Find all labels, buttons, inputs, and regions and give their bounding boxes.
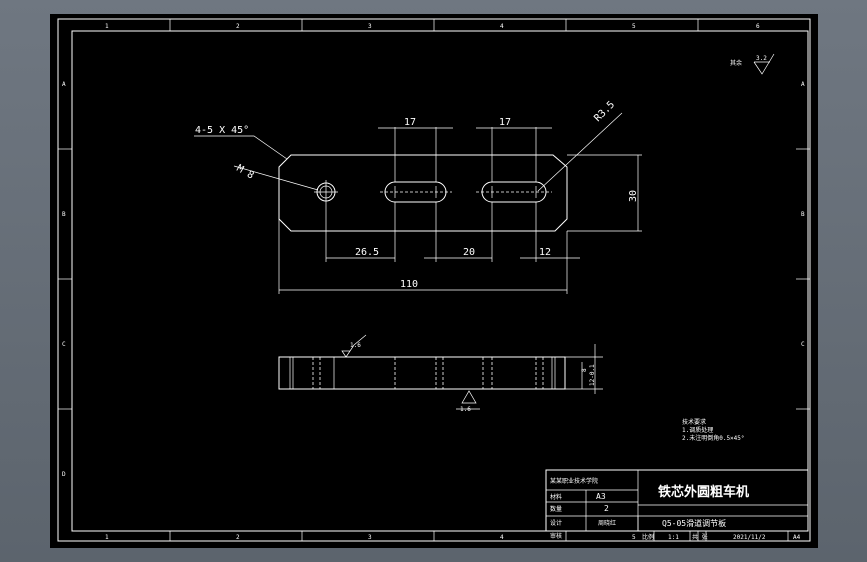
- tb-quantity-value: 2: [604, 504, 609, 513]
- zone-bottom-1: 1: [105, 534, 109, 541]
- outer-border: [57, 18, 811, 542]
- drawing-sheet: 1 2 3 4 5 6 1 2 3 4 5 A B C D A B C 其余 3…: [50, 14, 818, 548]
- zone-right-a: A: [801, 81, 805, 88]
- tb-date: 2021/11/2: [733, 534, 766, 541]
- dim-thread: M 8: [235, 163, 256, 182]
- chamfer-leader: [194, 135, 288, 160]
- plate-outline: [278, 154, 568, 232]
- dim-chamfer: 4-5 X 45°: [195, 125, 249, 136]
- zone-bottom-2: 2: [236, 534, 240, 541]
- tb-sheet-label: 共 张: [692, 533, 708, 541]
- zone-top-6: 6: [756, 23, 760, 30]
- zone-top-4: 4: [500, 23, 504, 30]
- tb-designer-label: 设计: [550, 519, 562, 527]
- roughness-side-top: [341, 334, 367, 358]
- zone-top-5: 5: [632, 23, 636, 30]
- tb-scale-label: 比例: [642, 533, 654, 541]
- tb-scale-value: 1:1: [668, 534, 679, 541]
- tb-part-name: Q5-05滑道调节板: [662, 518, 726, 528]
- zone-ticks: [58, 19, 810, 541]
- roughness-side-top-value: 1.6: [350, 342, 361, 349]
- zone-left-a: A: [62, 81, 66, 88]
- tb-quantity-label: 数量: [550, 505, 562, 513]
- roughness-side-bottom-value: 1.6: [460, 406, 471, 413]
- roughness-other-label: 其余: [730, 59, 742, 67]
- zone-bottom-5: 5: [632, 534, 636, 541]
- cad-drawing: 1 2 3 4 5 6 1 2 3 4 5 A B C D A B C 其余 3…: [57, 18, 811, 542]
- dim-length: 110: [400, 279, 418, 290]
- dim-radius: R3.5: [592, 99, 617, 124]
- zone-top-1: 1: [105, 23, 109, 30]
- zone-right-c: C: [801, 341, 805, 348]
- zone-top-3: 3: [368, 23, 372, 30]
- zone-bottom-3: 3: [368, 534, 372, 541]
- dim-thickness-8: 8: [581, 368, 588, 372]
- dim-slot-width-1: 17: [404, 117, 416, 128]
- dim-height: 30: [628, 190, 639, 202]
- side-view-outline: [278, 356, 566, 390]
- roughness-side-bottom: [456, 390, 480, 410]
- zone-top-2: 2: [236, 23, 240, 30]
- notes-line-1: 1.调质处理: [682, 426, 713, 434]
- tb-material-value: A3: [596, 492, 606, 501]
- zone-left-c: C: [62, 341, 66, 348]
- dim-26-5: 26.5: [355, 247, 379, 258]
- notes-title: 技术要求: [682, 418, 706, 426]
- tb-size: A4: [793, 534, 801, 541]
- dim-20: 20: [463, 247, 475, 258]
- dim-12: 12: [539, 247, 551, 258]
- inner-frame: [71, 30, 809, 532]
- tb-school: 某某职业技术学院: [550, 477, 598, 485]
- title-block: [545, 469, 809, 542]
- roughness-other-value: 3.2: [756, 55, 767, 62]
- dim-thickness-12: 12-0.1: [589, 364, 596, 386]
- zone-left-b: B: [62, 211, 66, 218]
- zone-left-d: D: [62, 471, 66, 478]
- tb-material-label: 材料: [550, 493, 562, 501]
- tb-project: 铁芯外圆粗车机: [657, 484, 749, 500]
- zone-bottom-4: 4: [500, 534, 504, 541]
- roughness-symbol: [753, 53, 775, 75]
- dim-slot-width-2: 17: [499, 117, 511, 128]
- notes-line-2: 2.未注明倒角0.5×45°: [682, 434, 745, 442]
- zone-right-b: B: [801, 211, 805, 218]
- tb-designer-value: 周晓红: [598, 519, 616, 527]
- tb-checker-label: 审核: [550, 532, 562, 540]
